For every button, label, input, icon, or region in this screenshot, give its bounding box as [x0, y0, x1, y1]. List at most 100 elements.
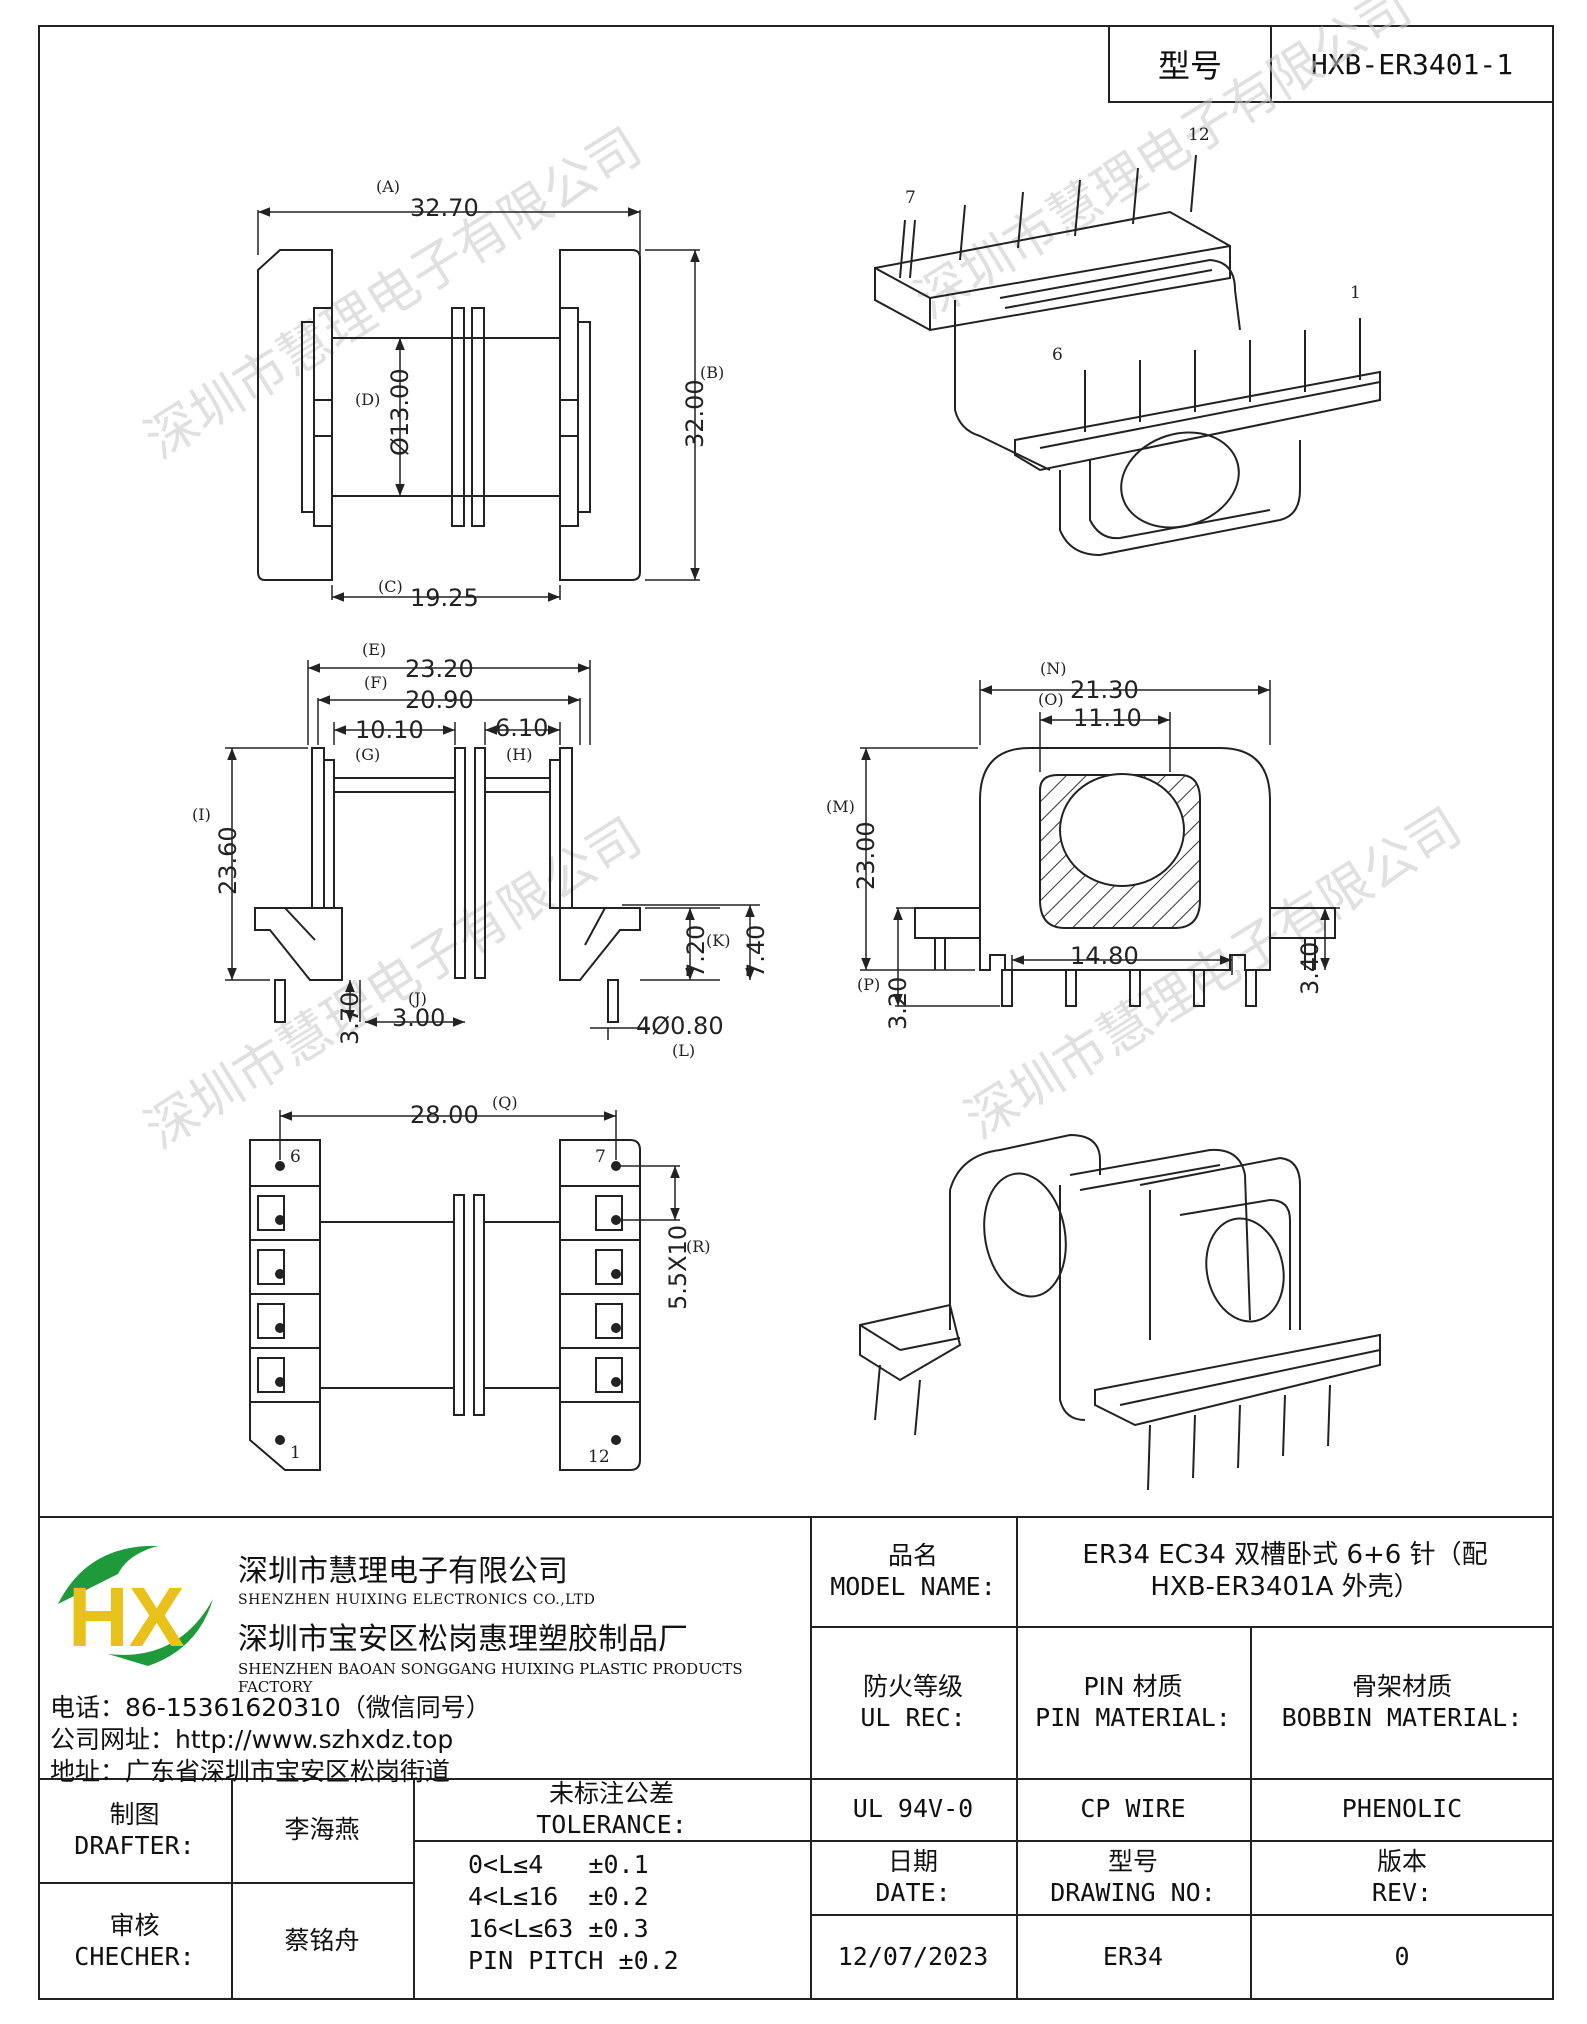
pin-label-1: 1: [290, 1443, 301, 1463]
checker-label: 审核 CHECHER:: [38, 1882, 231, 2000]
watermark-2: 深圳市慧理电子有限公司: [905, 0, 1422, 331]
label-k: (K): [706, 931, 730, 950]
ul-cn: 防火等级: [862, 1671, 963, 1701]
tolerance-row-3: 16<L≤63 ±0.3: [468, 1914, 649, 1943]
company-logo: HX: [58, 1545, 213, 1666]
label-h: (H): [506, 745, 532, 764]
dim-o: 11.10: [1073, 704, 1142, 732]
tolerance-row-4: PIN PITCH ±0.2: [468, 1946, 679, 1975]
model-name-line-2: HXB-ER3401A 外壳）: [1150, 1572, 1420, 1602]
label-e: (E): [362, 640, 386, 659]
dim-k2: 7.40: [742, 925, 770, 978]
iso-pin-7: 7: [905, 188, 916, 208]
ul-value: UL 94V-0: [852, 1794, 974, 1824]
label-l: (L): [672, 1041, 695, 1060]
iso-pin-6: 6: [1052, 345, 1063, 365]
dim-f: 20.90: [405, 686, 474, 714]
watermark-4: 深圳市慧理电子有限公司: [955, 797, 1472, 1151]
factory-name-cn: 深圳市宝安区松岗惠理塑胶制品厂: [238, 1622, 688, 1657]
checker-name: 蔡铭舟: [284, 1926, 360, 1956]
drawing-no-label: 型号 DRAWING NO:: [1016, 1840, 1250, 1914]
model-name-line-1: ER34 EC34 双槽卧式 6+6 针（配: [1082, 1539, 1488, 1570]
label-j: (J): [408, 989, 427, 1008]
logo-text: HX: [68, 1570, 185, 1664]
label-g: (G): [355, 745, 380, 764]
dim-b: 32.00: [681, 379, 709, 448]
bobbin-cn: 骨架材质: [1351, 1671, 1452, 1701]
rev-en: REV:: [1371, 1878, 1433, 1907]
drafter-label: 制图 DRAFTER:: [38, 1778, 231, 1882]
model-number-box: 型号 HXB-ER3401-1: [1108, 25, 1554, 103]
bobbin-material-label: 骨架材质 BOBBIN MATERIAL:: [1250, 1626, 1554, 1778]
dim-n: 21.30: [1070, 676, 1139, 704]
dim-j2: 3.70: [336, 992, 364, 1045]
dim-r: 5.5X10: [664, 1225, 692, 1310]
model-name-label: 品名 MODEL NAME:: [810, 1516, 1016, 1626]
dim-e: 23.20: [405, 655, 474, 683]
checker-cn: 审核: [109, 1910, 160, 1940]
model-name-value: ER34 EC34 双槽卧式 6+6 针（配 HXB-ER3401A 外壳）: [1016, 1516, 1554, 1626]
label-q: (Q): [492, 1093, 518, 1112]
dim-a: 32.70: [410, 194, 479, 222]
date-cn: 日期: [887, 1846, 938, 1876]
model-name-en: MODEL NAME:: [830, 1572, 996, 1601]
label-r: (R): [686, 1237, 711, 1256]
tolerance-label: 未标注公差 TOLERANCE:: [413, 1778, 810, 1840]
dim-i: 23.60: [214, 826, 242, 895]
technical-drawing: 深圳市慧理电子有限公司 深圳市慧理电子有限公司 深圳市慧理电子有限公司 深圳市慧…: [135, 0, 1472, 1491]
pin-label-7: 7: [595, 1147, 606, 1167]
dim-d: Ø13.00: [386, 368, 414, 456]
label-m: (M): [826, 797, 855, 816]
dim-q: 28.00: [410, 1101, 479, 1129]
date-en: DATE:: [875, 1878, 951, 1907]
tolerance-row-1: 0<L≤4 ±0.1: [468, 1850, 649, 1879]
tolerance-row-2: 4<L≤16 ±0.2: [468, 1882, 649, 1911]
tolerance-values: 0<L≤4 ±0.1 4<L≤16 ±0.2 16<L≤63 ±0.3 PIN …: [468, 1849, 748, 1977]
front-view: [225, 660, 760, 1040]
drafter-name: 李海燕: [284, 1815, 360, 1845]
drawing-frame: [38, 25, 1554, 2000]
dim-w: 14.80: [1070, 942, 1139, 970]
bobbin-value: PHENOLIC: [1341, 1794, 1463, 1824]
label-p: (P): [857, 975, 880, 994]
title-block: HX 深圳市慧理电子有限公司 SHENZHEN HUIXING ELECTRON…: [38, 1516, 1554, 2000]
dim-j: 3.00: [392, 1004, 445, 1032]
label-d: (D): [355, 390, 380, 409]
pin-label-12: 12: [588, 1447, 610, 1467]
label-i: (I): [192, 805, 211, 824]
watermarks: 深圳市慧理电子有限公司 深圳市慧理电子有限公司 深圳市慧理电子有限公司 深圳市慧…: [135, 0, 1472, 1161]
checker-en: CHECHER:: [74, 1942, 195, 1971]
pin-en: PIN MATERIAL:: [1035, 1703, 1231, 1732]
tolerance-en: TOLERANCE:: [536, 1810, 687, 1839]
bobbin-en: BOBBIN MATERIAL:: [1281, 1703, 1523, 1732]
iso-pin-12: 12: [1188, 125, 1210, 145]
company-website: 公司网址：http://www.szhxdz.top: [50, 1725, 454, 1754]
date-value: 12/07/2023: [837, 1942, 989, 1972]
ul-en: UL REC:: [860, 1703, 966, 1732]
date-label: 日期 DATE:: [810, 1840, 1016, 1914]
dim-m: 23.00: [852, 821, 880, 890]
pin-material-label: PIN 材质 PIN MATERIAL:: [1016, 1626, 1250, 1778]
company-address: 地址：广东省深圳市宝安区松岗街道: [50, 1757, 451, 1786]
label-o: (O): [1038, 690, 1064, 709]
pin-value: CP WIRE: [1080, 1794, 1186, 1824]
dim-c: 19.25: [410, 584, 479, 612]
pin-label-6: 6: [290, 1147, 301, 1167]
factory-name-en: SHENZHEN BAOAN SONGGANG HUIXING PLASTIC …: [238, 1660, 743, 1696]
company-phone: 电话：86-15361620310（微信同号）: [50, 1693, 491, 1722]
top-view: [257, 207, 700, 602]
dim-p: 3.20: [884, 977, 912, 1030]
dim-g: 10.10: [355, 716, 424, 744]
drawing-en: DRAWING NO:: [1050, 1878, 1216, 1907]
dim-k: 7.20: [682, 925, 710, 978]
bottom-view: [249, 1110, 680, 1471]
drawing-no-value: ER34: [1102, 1942, 1164, 1972]
model-name-cn: 品名: [887, 1540, 938, 1570]
drafter-cn: 制图: [109, 1799, 160, 1829]
drawing-cn: 型号: [1107, 1846, 1158, 1876]
ul-rec-label: 防火等级 UL REC:: [810, 1626, 1016, 1778]
label-b: (B): [700, 363, 724, 382]
dim-h: 6.10: [495, 714, 548, 742]
iso-view-bottom: [859, 1133, 1381, 1491]
iso-pin-1: 1: [1350, 283, 1361, 303]
